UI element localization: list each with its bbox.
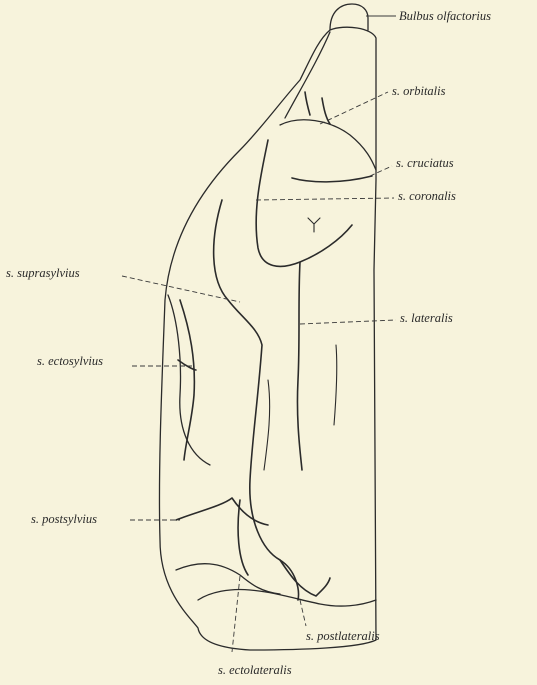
label-postlateralis: s. postlateralis: [306, 629, 380, 643]
leader-lateralis: [300, 320, 396, 324]
inner-fold: [264, 380, 270, 470]
label-bulbus-olfactorius: Bulbus olfactorius: [399, 9, 491, 23]
lateral-sulcus: [297, 262, 302, 470]
leader-ectolateralis: [232, 576, 240, 652]
label-coronalis: s. coronalis: [398, 189, 456, 203]
suprasylvian-sulcus: [214, 200, 299, 600]
olfactory-bulb-outline: [330, 4, 368, 30]
lateral-small-line: [334, 345, 337, 425]
label-ectosylvius: s. ectosylvius: [37, 354, 103, 368]
label-suprasylvius: s. suprasylvius: [6, 266, 80, 280]
sylvian-region-outline: [168, 295, 210, 465]
ectosylvian-sulcus: [180, 300, 194, 460]
cruciate-sulcus: [292, 176, 372, 182]
y-mark: [308, 218, 320, 232]
occipital-outline: [198, 589, 376, 606]
leader-orbitalis: [320, 92, 388, 124]
label-orbitalis: s. orbitalis: [392, 84, 446, 98]
leader-coronalis: [256, 198, 394, 200]
leader-postlateralis: [300, 600, 306, 626]
coronal-sulcus: [256, 140, 352, 266]
label-postsylvius: s. postsylvius: [31, 512, 97, 526]
label-lateralis: s. lateralis: [400, 311, 453, 325]
lower-lobe-outline: [176, 564, 280, 594]
leader-cruciatus: [370, 166, 392, 176]
label-ectolateralis: s. ectolateralis: [218, 663, 292, 677]
frontal-region-outline: [280, 120, 376, 170]
hemisphere-outline: [159, 27, 376, 650]
orbital-sulcus: [305, 92, 310, 115]
leader-suprasylvius: [122, 276, 240, 302]
label-cruciatus: s. cruciatus: [396, 156, 454, 170]
